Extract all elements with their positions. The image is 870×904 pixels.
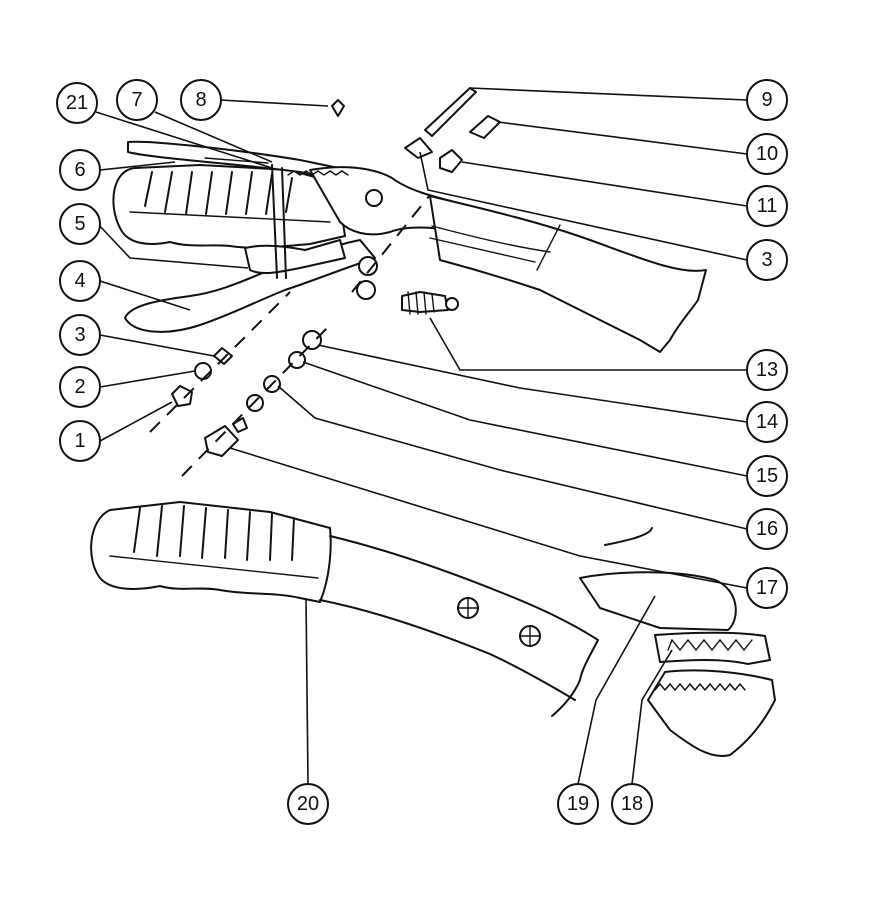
callout-18: 18 bbox=[611, 783, 653, 825]
screw-10-shape bbox=[469, 115, 501, 139]
jaw-assembly bbox=[579, 527, 776, 757]
callout-19-text: 19 bbox=[567, 793, 589, 815]
callout-17-text: 17 bbox=[756, 577, 778, 599]
callout-16-text: 16 bbox=[756, 518, 778, 540]
lower-handle-assembly bbox=[90, 501, 599, 717]
callout-7: 7 bbox=[116, 79, 158, 121]
callout-19: 19 bbox=[557, 783, 599, 825]
ring-16b-shape bbox=[246, 394, 264, 412]
nut-14-shape bbox=[302, 330, 322, 350]
leader-lines bbox=[95, 87, 748, 785]
callout-10-text: 10 bbox=[756, 143, 778, 165]
callout-9-text: 9 bbox=[761, 89, 772, 111]
callout-3-upper: 3 bbox=[746, 239, 788, 281]
callout-10: 10 bbox=[746, 133, 788, 175]
rivet-8-shape bbox=[331, 99, 345, 117]
callout-6: 6 bbox=[59, 149, 101, 191]
washer-3-shape bbox=[404, 137, 433, 159]
nut-11-shape bbox=[439, 149, 463, 173]
callout-13: 13 bbox=[746, 349, 788, 391]
callout-5-text: 5 bbox=[74, 213, 85, 235]
callout-7-text: 7 bbox=[131, 89, 142, 111]
callout-20-text: 20 bbox=[297, 793, 319, 815]
callout-2: 2 bbox=[59, 366, 101, 408]
callout-20: 20 bbox=[287, 783, 329, 825]
callout-8: 8 bbox=[180, 79, 222, 121]
callout-3-upper-text: 3 bbox=[761, 249, 772, 271]
callout-1: 1 bbox=[59, 420, 101, 462]
callout-11-text: 11 bbox=[757, 195, 778, 217]
pin-9-shape bbox=[424, 87, 477, 137]
ring-2-shape bbox=[194, 362, 212, 380]
callout-8-text: 8 bbox=[195, 89, 206, 111]
callout-4-text: 4 bbox=[74, 270, 85, 292]
callout-21: 21 bbox=[56, 82, 98, 124]
callout-4: 4 bbox=[59, 260, 101, 302]
callout-6-text: 6 bbox=[74, 159, 85, 181]
callout-5: 5 bbox=[59, 203, 101, 245]
callout-labels: 21 7 8 9 10 6 11 5 3 4 3 13 2 14 1 15 16… bbox=[56, 79, 788, 825]
callout-14-text: 14 bbox=[756, 411, 778, 433]
callout-9: 9 bbox=[746, 79, 788, 121]
upper-tool-assembly bbox=[112, 87, 707, 477]
callout-16: 16 bbox=[746, 508, 788, 550]
callout-15: 15 bbox=[746, 455, 788, 497]
callout-2-text: 2 bbox=[74, 376, 85, 398]
callout-21-text: 21 bbox=[66, 92, 88, 114]
callout-14: 14 bbox=[746, 401, 788, 443]
screw-17-shape bbox=[204, 425, 239, 457]
callout-17: 17 bbox=[746, 567, 788, 609]
washer-3b-shape bbox=[213, 347, 233, 365]
callout-1-text: 1 bbox=[74, 430, 85, 452]
callout-3-lower-text: 3 bbox=[74, 324, 85, 346]
callout-13-text: 13 bbox=[756, 359, 778, 381]
callout-18-text: 18 bbox=[621, 793, 643, 815]
callout-15-text: 15 bbox=[756, 465, 778, 487]
nut-1-shape bbox=[171, 385, 193, 407]
callout-3-lower: 3 bbox=[59, 314, 101, 356]
callout-11: 11 bbox=[746, 185, 788, 227]
